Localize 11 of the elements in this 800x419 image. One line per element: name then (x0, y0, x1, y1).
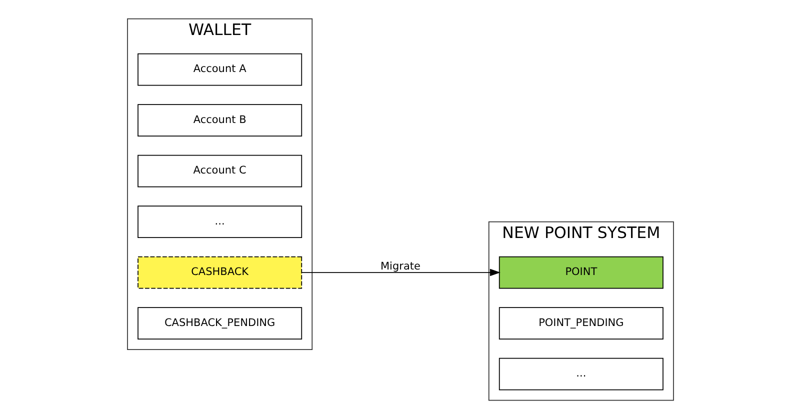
node-box: POINT_PENDING (498, 307, 663, 340)
edge-label: Migrate (380, 260, 420, 273)
node-box: CASHBACK_PENDING (137, 307, 302, 340)
node-box: ... (137, 206, 302, 238)
arrow (300, 268, 500, 276)
node-box: Account C (137, 154, 302, 188)
node-box: ... (498, 358, 663, 390)
node-box: CASHBACK (137, 256, 302, 289)
node-box: Account A (137, 53, 302, 86)
node-box: Account B (137, 104, 302, 136)
node-box: POINT (498, 256, 663, 289)
